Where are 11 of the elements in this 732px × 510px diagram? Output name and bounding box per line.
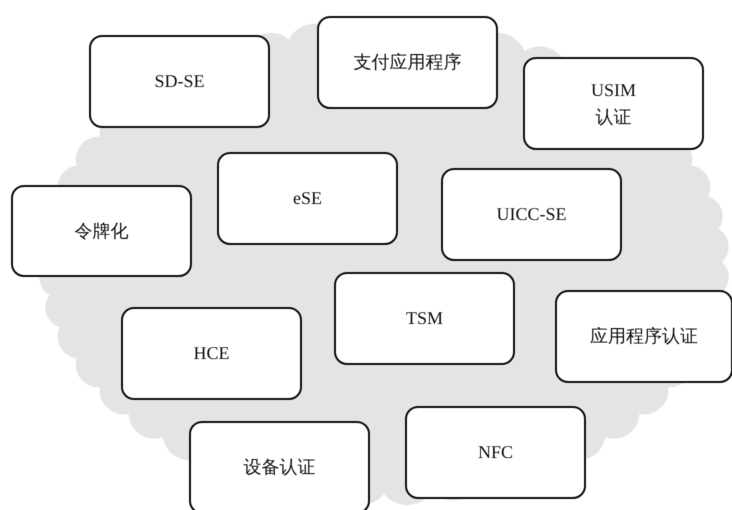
label-box: SD-SE [89,35,270,128]
label-box: 应用程序认证 [555,290,732,383]
label-box: eSE [217,152,398,245]
label-box: NFC [405,406,586,499]
label-box: 支付应用程序 [317,16,498,109]
label-box: TSM [334,272,515,365]
label-box: HCE [121,307,302,400]
label-box: USIM 认证 [523,57,704,150]
label-box: 令牌化 [11,185,192,277]
label-box: 设备认证 [189,421,370,510]
label-box: UICC-SE [441,168,622,261]
